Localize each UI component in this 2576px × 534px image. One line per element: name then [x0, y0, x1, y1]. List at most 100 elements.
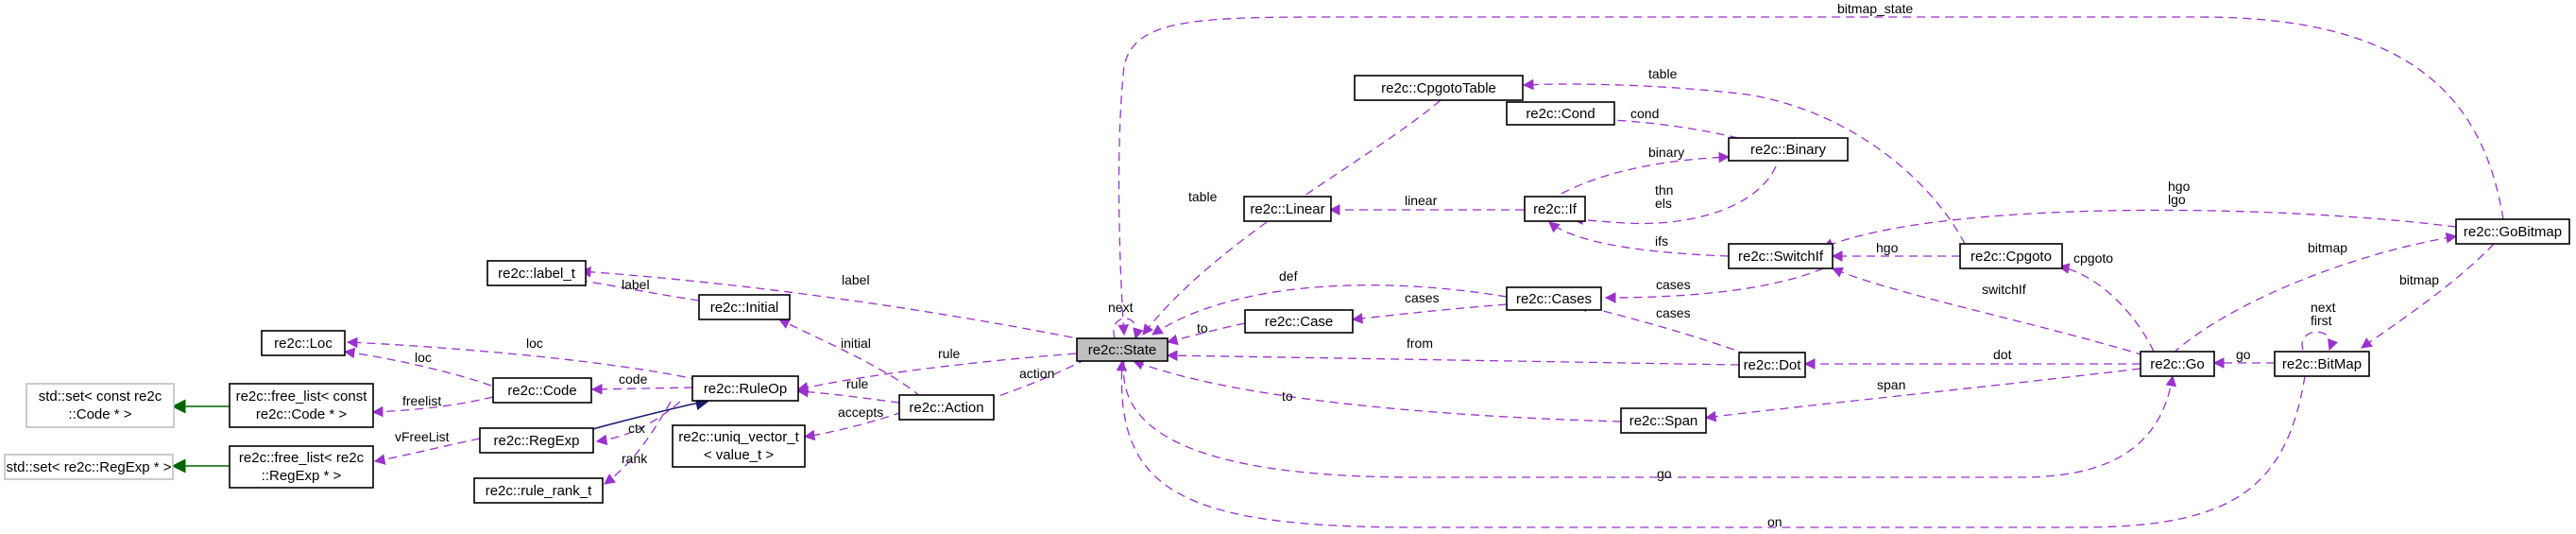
edge-from [1166, 350, 1740, 366]
node-cases[interactable]: re2c::Cases [1506, 286, 1602, 311]
node-state-label: re2c::State [1088, 342, 1157, 358]
node-span-label: re2c::Span [1629, 413, 1698, 429]
node-go-bitmap[interactable]: re2c::GoBitmap [2455, 218, 2570, 245]
edge-label-cases-case: cases [1405, 290, 1440, 305]
edge-inherit-regexp [585, 396, 710, 432]
edge-rule-state [796, 353, 1077, 393]
edge-label-rule-action: rule [846, 376, 869, 391]
edge-label-binary: binary [1648, 145, 1684, 160]
node-rule-rank-label: re2c::rule_rank_t [486, 483, 592, 499]
edge-label-loc-ruleop: loc [526, 336, 543, 351]
node-cpgoto[interactable]: re2c::Cpgoto [1959, 243, 2063, 269]
edge-label-freelist: freelist [402, 393, 441, 408]
node-go-label: re2c::Go [2150, 356, 2205, 372]
node-action-label: re2c::Action [909, 400, 983, 416]
node-cases-label: re2c::Cases [1516, 291, 1592, 307]
edge-ifs [1548, 221, 1786, 258]
node-label-t-label: re2c::label_t [498, 266, 576, 282]
node-uniq-vector[interactable]: re2c::uniq_vector_t < value_t > [672, 424, 806, 468]
node-state[interactable]: re2c::State [1076, 337, 1169, 362]
node-linear-label: re2c::Linear [1250, 201, 1324, 217]
node-std-set-code[interactable]: std::set< const re2c ::Code * > [26, 383, 175, 428]
node-initial[interactable]: re2c::Initial [698, 294, 791, 320]
edge-label-from: from [1407, 336, 1433, 351]
node-if[interactable]: re2c::If [1524, 196, 1586, 222]
edge-loc-ruleop [346, 336, 700, 381]
edge-label-first-bitmap: first [2311, 313, 2332, 328]
node-binary[interactable]: re2c::Binary [1728, 137, 1849, 162]
node-rule-op[interactable]: re2c::RuleOp [691, 375, 799, 402]
node-std-set-code-line1: std::set< const re2c [39, 388, 162, 405]
edge-label-cpgoto: cpgoto [2073, 250, 2113, 266]
node-free-list-regexp-line2: ::RegExp * > [262, 468, 342, 484]
edge-cases-switchif [1604, 267, 1824, 303]
node-case[interactable]: re2c::Case [1244, 309, 1354, 334]
node-bitmap[interactable]: re2c::BitMap [2274, 351, 2370, 377]
node-switch-if[interactable]: re2c::SwitchIf [1728, 243, 1834, 269]
node-std-set-code-line2: ::Code * > [68, 406, 131, 422]
edge-label-next-bitmap: next [2311, 300, 2336, 315]
edge-bitmap-state-tail [1117, 16, 2504, 336]
edge-table-state [1142, 99, 1442, 336]
edge-label-rank: rank [622, 451, 648, 466]
edge-accepts [803, 411, 903, 441]
node-if-label: re2c::If [1533, 201, 1578, 217]
node-code[interactable]: re2c::Code [492, 377, 592, 404]
edge-label-thn: thn [1655, 182, 1673, 198]
node-dot-label: re2c::Dot [1744, 357, 1802, 373]
edge-binary [1548, 151, 1731, 201]
node-go-bitmap-label: re2c::GoBitmap [2464, 224, 2562, 240]
node-bitmap-label: re2c::BitMap [2282, 356, 2362, 372]
edge-label-to-case: to [1197, 320, 1208, 336]
edge-code [590, 383, 693, 395]
edge-label-table-state: table [1188, 189, 1218, 204]
node-cond[interactable]: re2c::Cond [1506, 101, 1615, 126]
node-free-list-code[interactable]: re2c::free_list< const re2c::Code * > [229, 383, 374, 428]
node-regexp[interactable]: re2c::RegExp [479, 427, 594, 454]
node-cond-label: re2c::Cond [1526, 106, 1595, 122]
node-span[interactable]: re2c::Span [1620, 407, 1707, 434]
node-loc[interactable]: re2c::Loc [261, 330, 346, 356]
node-rule-rank[interactable]: re2c::rule_rank_t [473, 477, 604, 504]
node-label-t[interactable]: re2c::label_t [486, 260, 587, 286]
node-action[interactable]: re2c::Action [898, 394, 995, 421]
node-dot[interactable]: re2c::Dot [1738, 352, 1806, 378]
edge-label-bitmap-state: bitmap_state [1837, 1, 1913, 16]
edge-label-ctx: ctx [628, 421, 645, 436]
node-std-set-regexp[interactable]: std::set< re2c::RegExp * > [4, 454, 174, 480]
edge-label-span: span [1877, 377, 1905, 392]
edge-freelist [371, 396, 494, 418]
edge-label-initial [574, 275, 700, 301]
edge-label-els: els [1655, 196, 1672, 211]
node-cpgoto-table[interactable]: re2c::CpgotoTable [1354, 75, 1524, 101]
edge-ctx [595, 401, 681, 446]
node-go[interactable]: re2c::Go [2140, 351, 2215, 377]
edge-loc-code [343, 347, 492, 387]
edge-label-initial: initial [841, 336, 871, 351]
edge-label-accepts: accepts [838, 405, 883, 420]
edge-rank [604, 401, 672, 485]
edge-label-cases-switchif: cases [1656, 277, 1691, 292]
node-linear[interactable]: re2c::Linear [1243, 196, 1332, 222]
node-free-list-code-line2: re2c::Code * > [256, 406, 348, 422]
edge-vfreelist [373, 438, 481, 465]
edge-label-label-initial: label [622, 277, 650, 292]
node-cpgoto-table-label: re2c::CpgotoTable [1381, 80, 1496, 96]
edge-label-rule-state: rule [938, 346, 961, 361]
edge-label-table-cpgoto: table [1648, 66, 1678, 81]
node-free-list-regexp[interactable]: re2c::free_list< re2c ::RegExp * > [229, 445, 374, 489]
edge-on [1116, 359, 2306, 528]
edge-initial [777, 319, 922, 398]
node-binary-label: re2c::Binary [1750, 142, 1827, 158]
edge-label-next-self: next [1108, 300, 1134, 315]
edge-next-self [1113, 318, 1144, 340]
edge-cases-case [1351, 303, 1508, 324]
node-uniq-vector-line1: re2c::uniq_vector_t [678, 429, 799, 445]
edge-rule-action [796, 386, 900, 404]
edge-label-action: action [1019, 366, 1054, 381]
edge-label-to-span: to [1282, 388, 1293, 404]
node-case-label: re2c::Case [1265, 314, 1334, 330]
edge-next-first-self [2301, 331, 2339, 352]
node-loc-label: re2c::Loc [274, 336, 333, 352]
